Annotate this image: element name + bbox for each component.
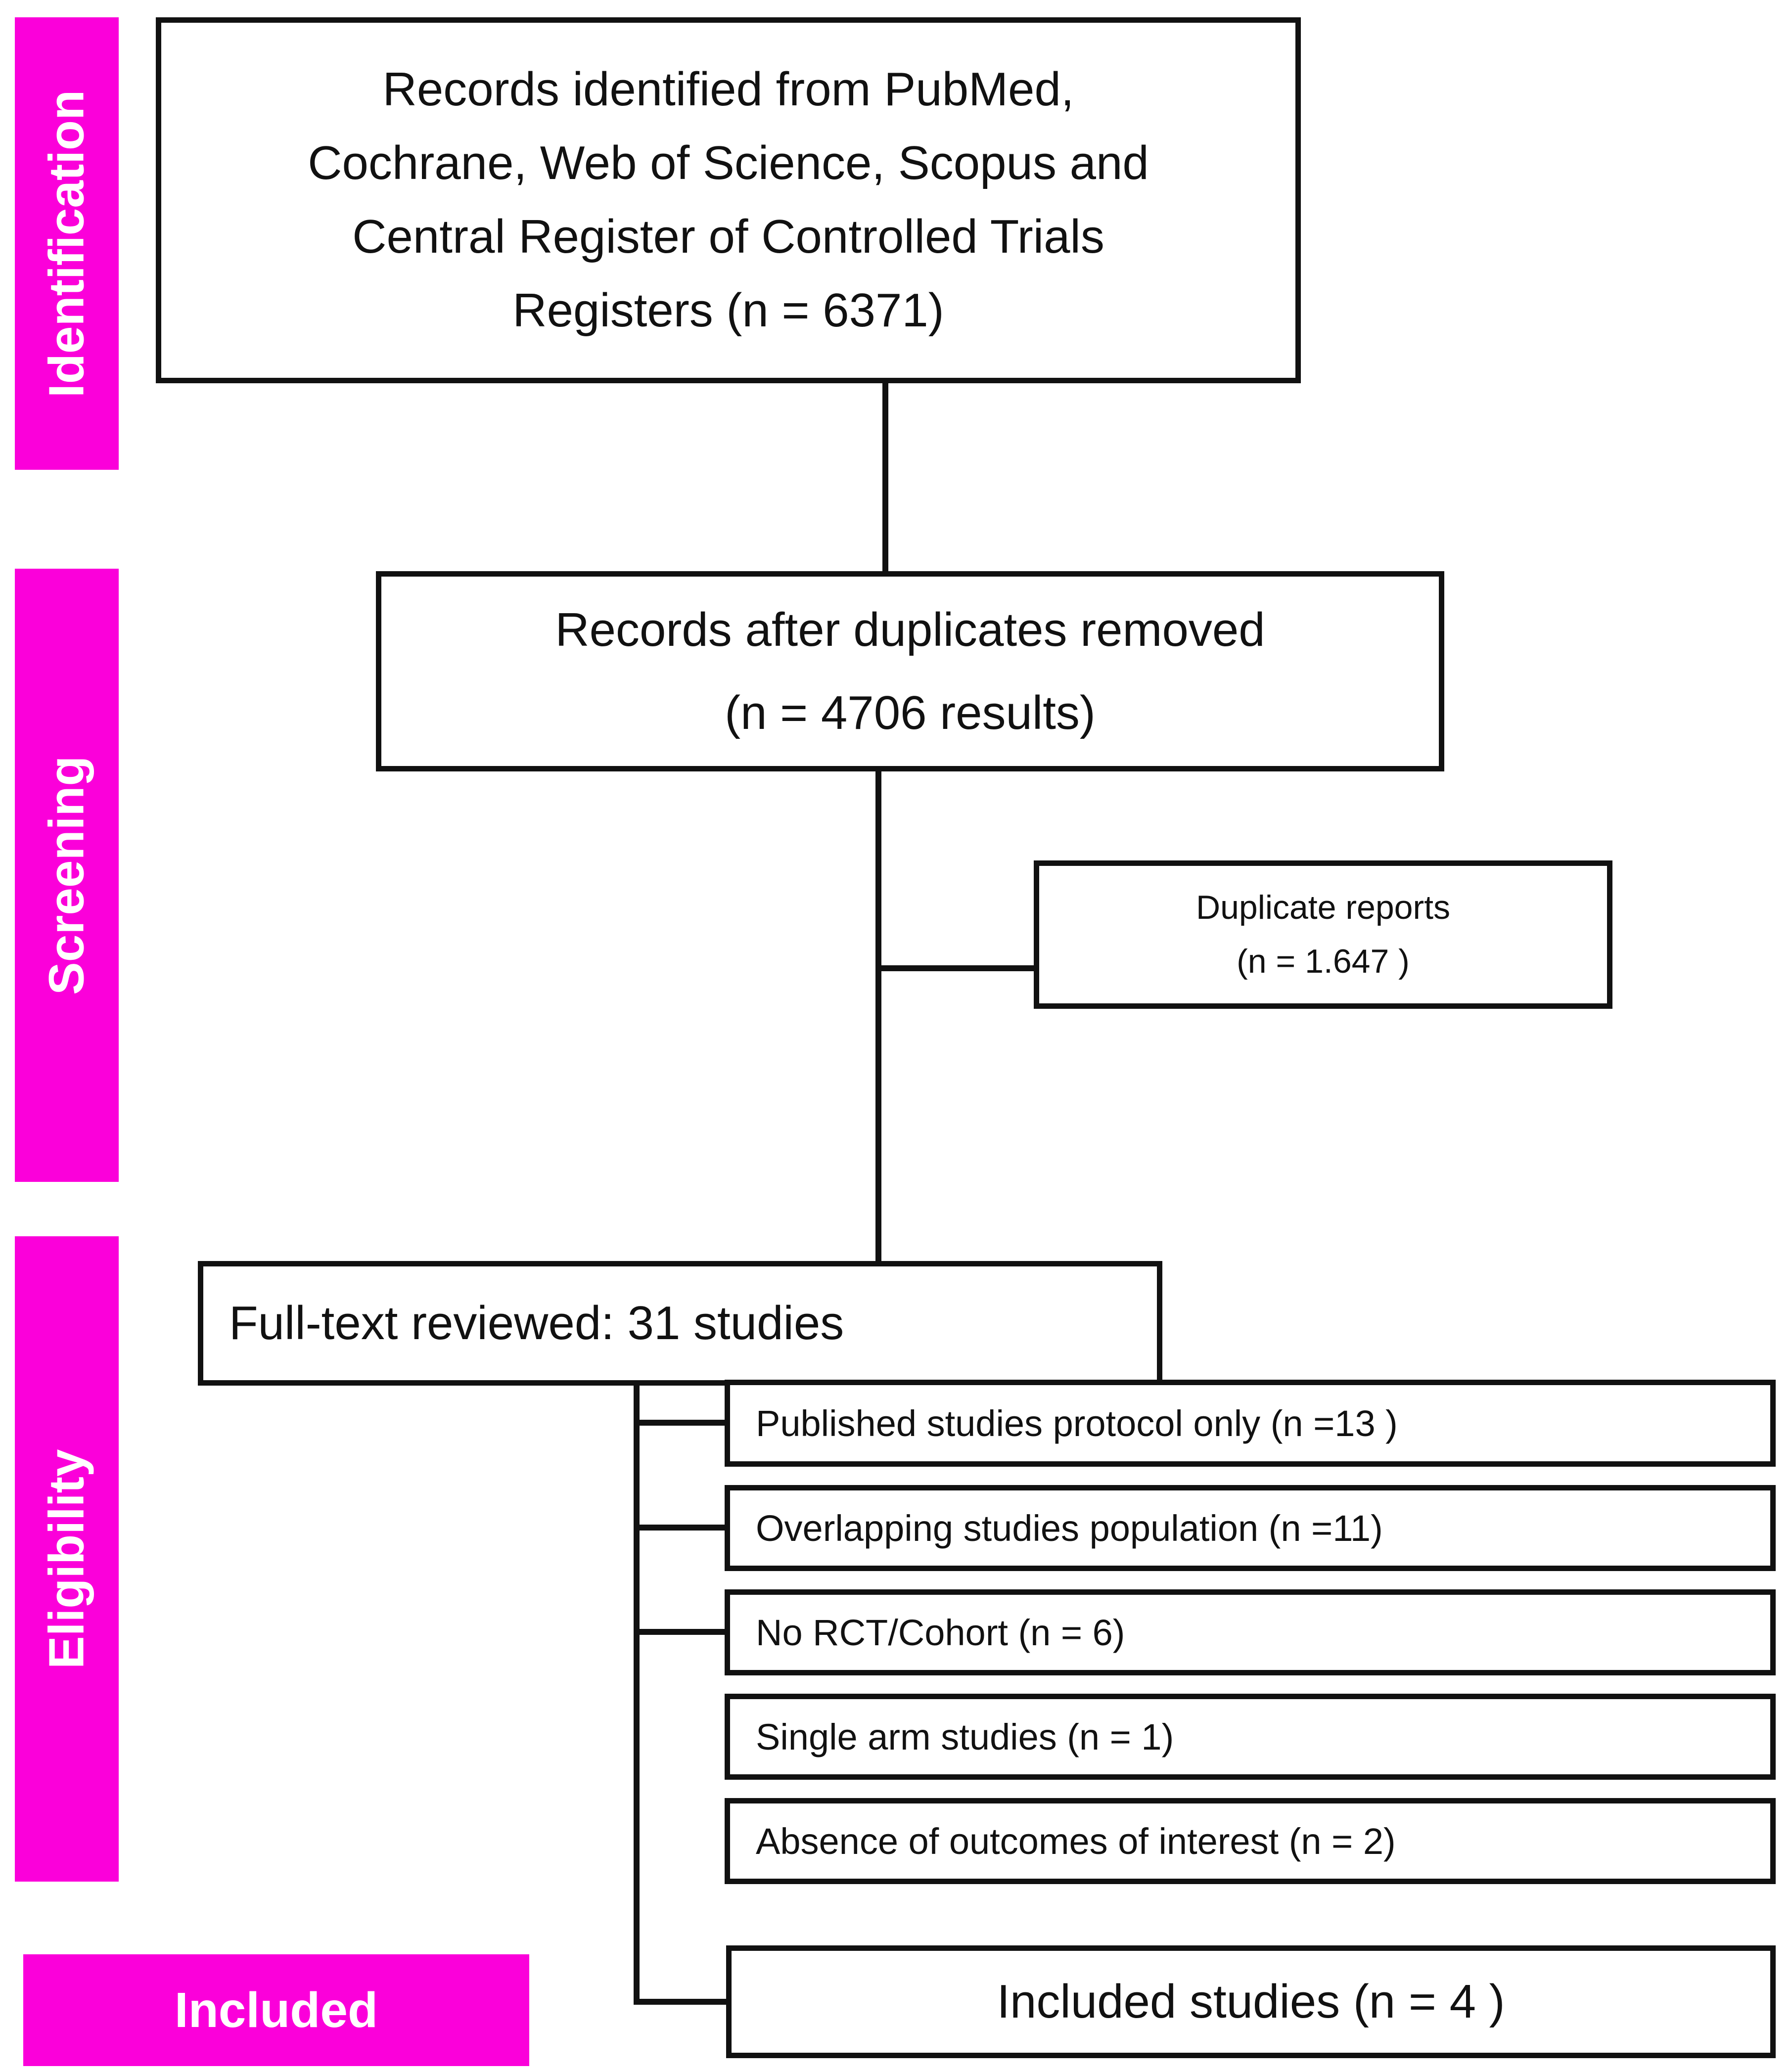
flow-box-exclusion-overlapping-population: Overlapping studies population (n =11) [725,1485,1776,1571]
stage-bar-screening: Screening [15,569,119,1182]
full-text-reviewed-label: Full-text reviewed: 31 studies [229,1296,844,1350]
records-after-duplicates-line-1: Records after duplicates removed [555,603,1265,656]
stage-bar-eligibility: Eligibility [15,1236,119,1882]
connector-identified-to-dedup [882,383,888,574]
exclusion-published-protocol-label: Published studies protocol only (n =13 ) [756,1402,1398,1444]
connector-branch-overlapping [634,1525,728,1531]
connector-fulltext-spine [634,1385,640,2005]
flow-box-exclusion-absence-outcomes: Absence of outcomes of interest (n = 2) [725,1798,1776,1884]
flow-box-records-identified: Records identified from PubMed, Cochrane… [156,17,1301,383]
connector-branch-duplicates [875,965,1036,971]
included-studies-label: Included studies (n = 4 ) [997,1975,1505,2028]
records-identified-line-1: Records identified from PubMed, [382,63,1074,116]
exclusion-no-rct-cohort-label: No RCT/Cohort (n = 6) [756,1612,1125,1653]
stage-bar-included: Included [23,1954,529,2066]
connector-branch-included-studies [634,1999,729,2005]
flow-box-exclusion-published-protocol: Published studies protocol only (n =13 ) [725,1380,1776,1467]
exclusion-single-arm-label: Single arm studies (n = 1) [756,1716,1174,1757]
records-identified-line-3: Central Register of Controlled Trials [352,210,1104,263]
flow-box-full-text-reviewed: Full-text reviewed: 31 studies [198,1261,1162,1386]
records-identified-line-2: Cochrane, Web of Science, Scopus and [308,136,1149,190]
connector-branch-published [634,1420,728,1426]
duplicate-reports-line-2: (n = 1.647 ) [1237,943,1410,980]
records-after-duplicates-line-2: (n = 4706 results) [725,686,1096,739]
exclusion-overlapping-population-label: Overlapping studies population (n =11) [756,1507,1383,1549]
flow-box-exclusion-no-rct-cohort: No RCT/Cohort (n = 6) [725,1589,1776,1675]
duplicate-reports-line-1: Duplicate reports [1195,889,1451,927]
flow-box-exclusion-single-arm: Single arm studies (n = 1) [725,1694,1776,1780]
records-identified-line-4: Registers (n = 6371) [512,283,944,337]
flow-box-included-studies: Included studies (n = 4 ) [726,1945,1776,2058]
exclusion-absence-outcomes-label: Absence of outcomes of interest (n = 2) [756,1820,1396,1862]
flow-box-duplicate-reports: Duplicate reports (n = 1.647 ) [1034,860,1612,1009]
connector-dedup-to-fulltext [875,771,881,1263]
stage-bar-identification: Identification [15,17,119,470]
connector-branch-no-rct [634,1629,728,1635]
flow-box-records-after-duplicates: Records after duplicates removed (n = 47… [376,571,1444,771]
